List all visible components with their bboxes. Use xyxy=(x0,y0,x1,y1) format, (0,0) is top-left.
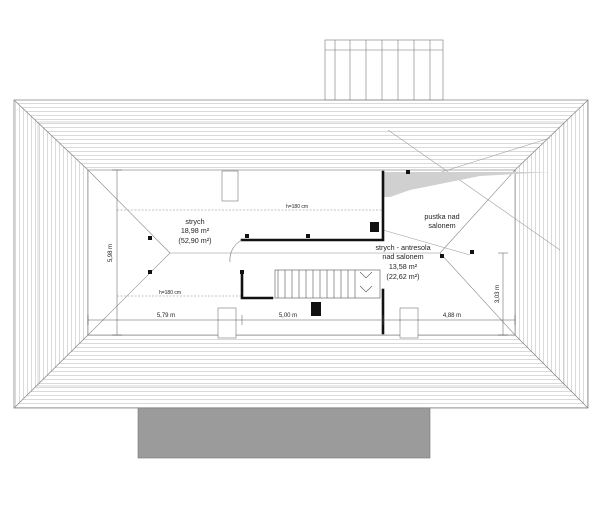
knee-walls xyxy=(117,209,383,297)
roof-faces xyxy=(14,100,588,408)
garage-roof xyxy=(137,407,431,459)
attic-area xyxy=(87,169,516,336)
antresola-name: strych - antresola xyxy=(375,243,430,252)
strych-area: 18,98 m² xyxy=(181,226,210,235)
walls xyxy=(240,170,385,335)
dim-left-width: 5,79 m xyxy=(157,313,175,319)
dimension-lines xyxy=(87,169,516,336)
hip-lines xyxy=(87,129,561,336)
dim-middle-width: 5,00 m xyxy=(279,313,297,319)
height-top: h=180 cm xyxy=(286,204,308,210)
pergola xyxy=(324,39,444,101)
dim-left-height: 5,98 m xyxy=(108,244,114,262)
strych-floor-area: (52,90 m²) xyxy=(178,236,211,245)
dim-right-width: 4,88 m xyxy=(443,313,461,319)
height-bottom: h=180 cm xyxy=(159,290,181,296)
roof-windows xyxy=(217,170,419,339)
strych-name: strych xyxy=(185,217,204,226)
staircase xyxy=(274,269,381,299)
pustka-name-2: salonem xyxy=(428,221,455,230)
pustka-name: pustka nad xyxy=(424,212,459,221)
void-shade xyxy=(383,172,550,197)
antresola-floor-area: (22,62 m²) xyxy=(386,272,419,281)
dim-right-height: 3,03 m xyxy=(495,285,501,303)
antresola-area: 13,58 m² xyxy=(389,262,418,271)
roof-outline xyxy=(13,99,589,409)
posts xyxy=(148,170,474,316)
antresola-name-2: nad salonem xyxy=(382,252,423,261)
door-swing xyxy=(229,239,243,263)
